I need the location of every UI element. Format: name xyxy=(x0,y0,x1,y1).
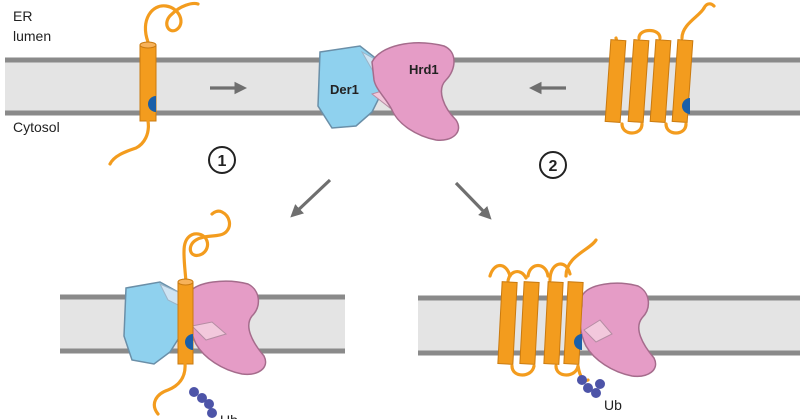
lumen-label: lumen xyxy=(13,28,51,44)
der1-protein xyxy=(317,45,383,129)
er-label: ER xyxy=(13,8,32,24)
ub-label-right: Ub xyxy=(604,397,622,413)
ubiquitin-chain-icon xyxy=(189,387,217,418)
single-pass-substrate xyxy=(108,1,200,166)
ubiquitin-chain-icon xyxy=(577,375,605,398)
der1-label: Der1 xyxy=(330,82,359,97)
degron-cap-icon xyxy=(574,334,582,350)
cytosol-label: Cytosol xyxy=(13,119,60,135)
step-1-badge: 1 xyxy=(208,146,236,174)
arrow-down-left-icon xyxy=(290,178,332,218)
der1-hrd1-complex: Der1 Hrd1 xyxy=(317,42,460,141)
complex-with-single-pass-substrate: Ub xyxy=(123,209,267,419)
hrd1-label: Hrd1 xyxy=(409,62,439,77)
degron-cap-icon xyxy=(185,334,193,350)
arrow-down-right-icon xyxy=(454,181,492,220)
svg-text:1: 1 xyxy=(218,153,227,170)
hrd1-protein xyxy=(371,42,460,141)
multi-pass-substrate xyxy=(604,2,716,135)
ub-label-left: Ub xyxy=(220,412,238,419)
complex-with-multi-pass-substrate: Ub xyxy=(488,238,657,413)
degron-cap-icon xyxy=(148,96,156,112)
svg-text:2: 2 xyxy=(549,158,558,175)
step-2-badge: 2 xyxy=(539,151,567,179)
degron-cap-icon xyxy=(682,98,690,114)
